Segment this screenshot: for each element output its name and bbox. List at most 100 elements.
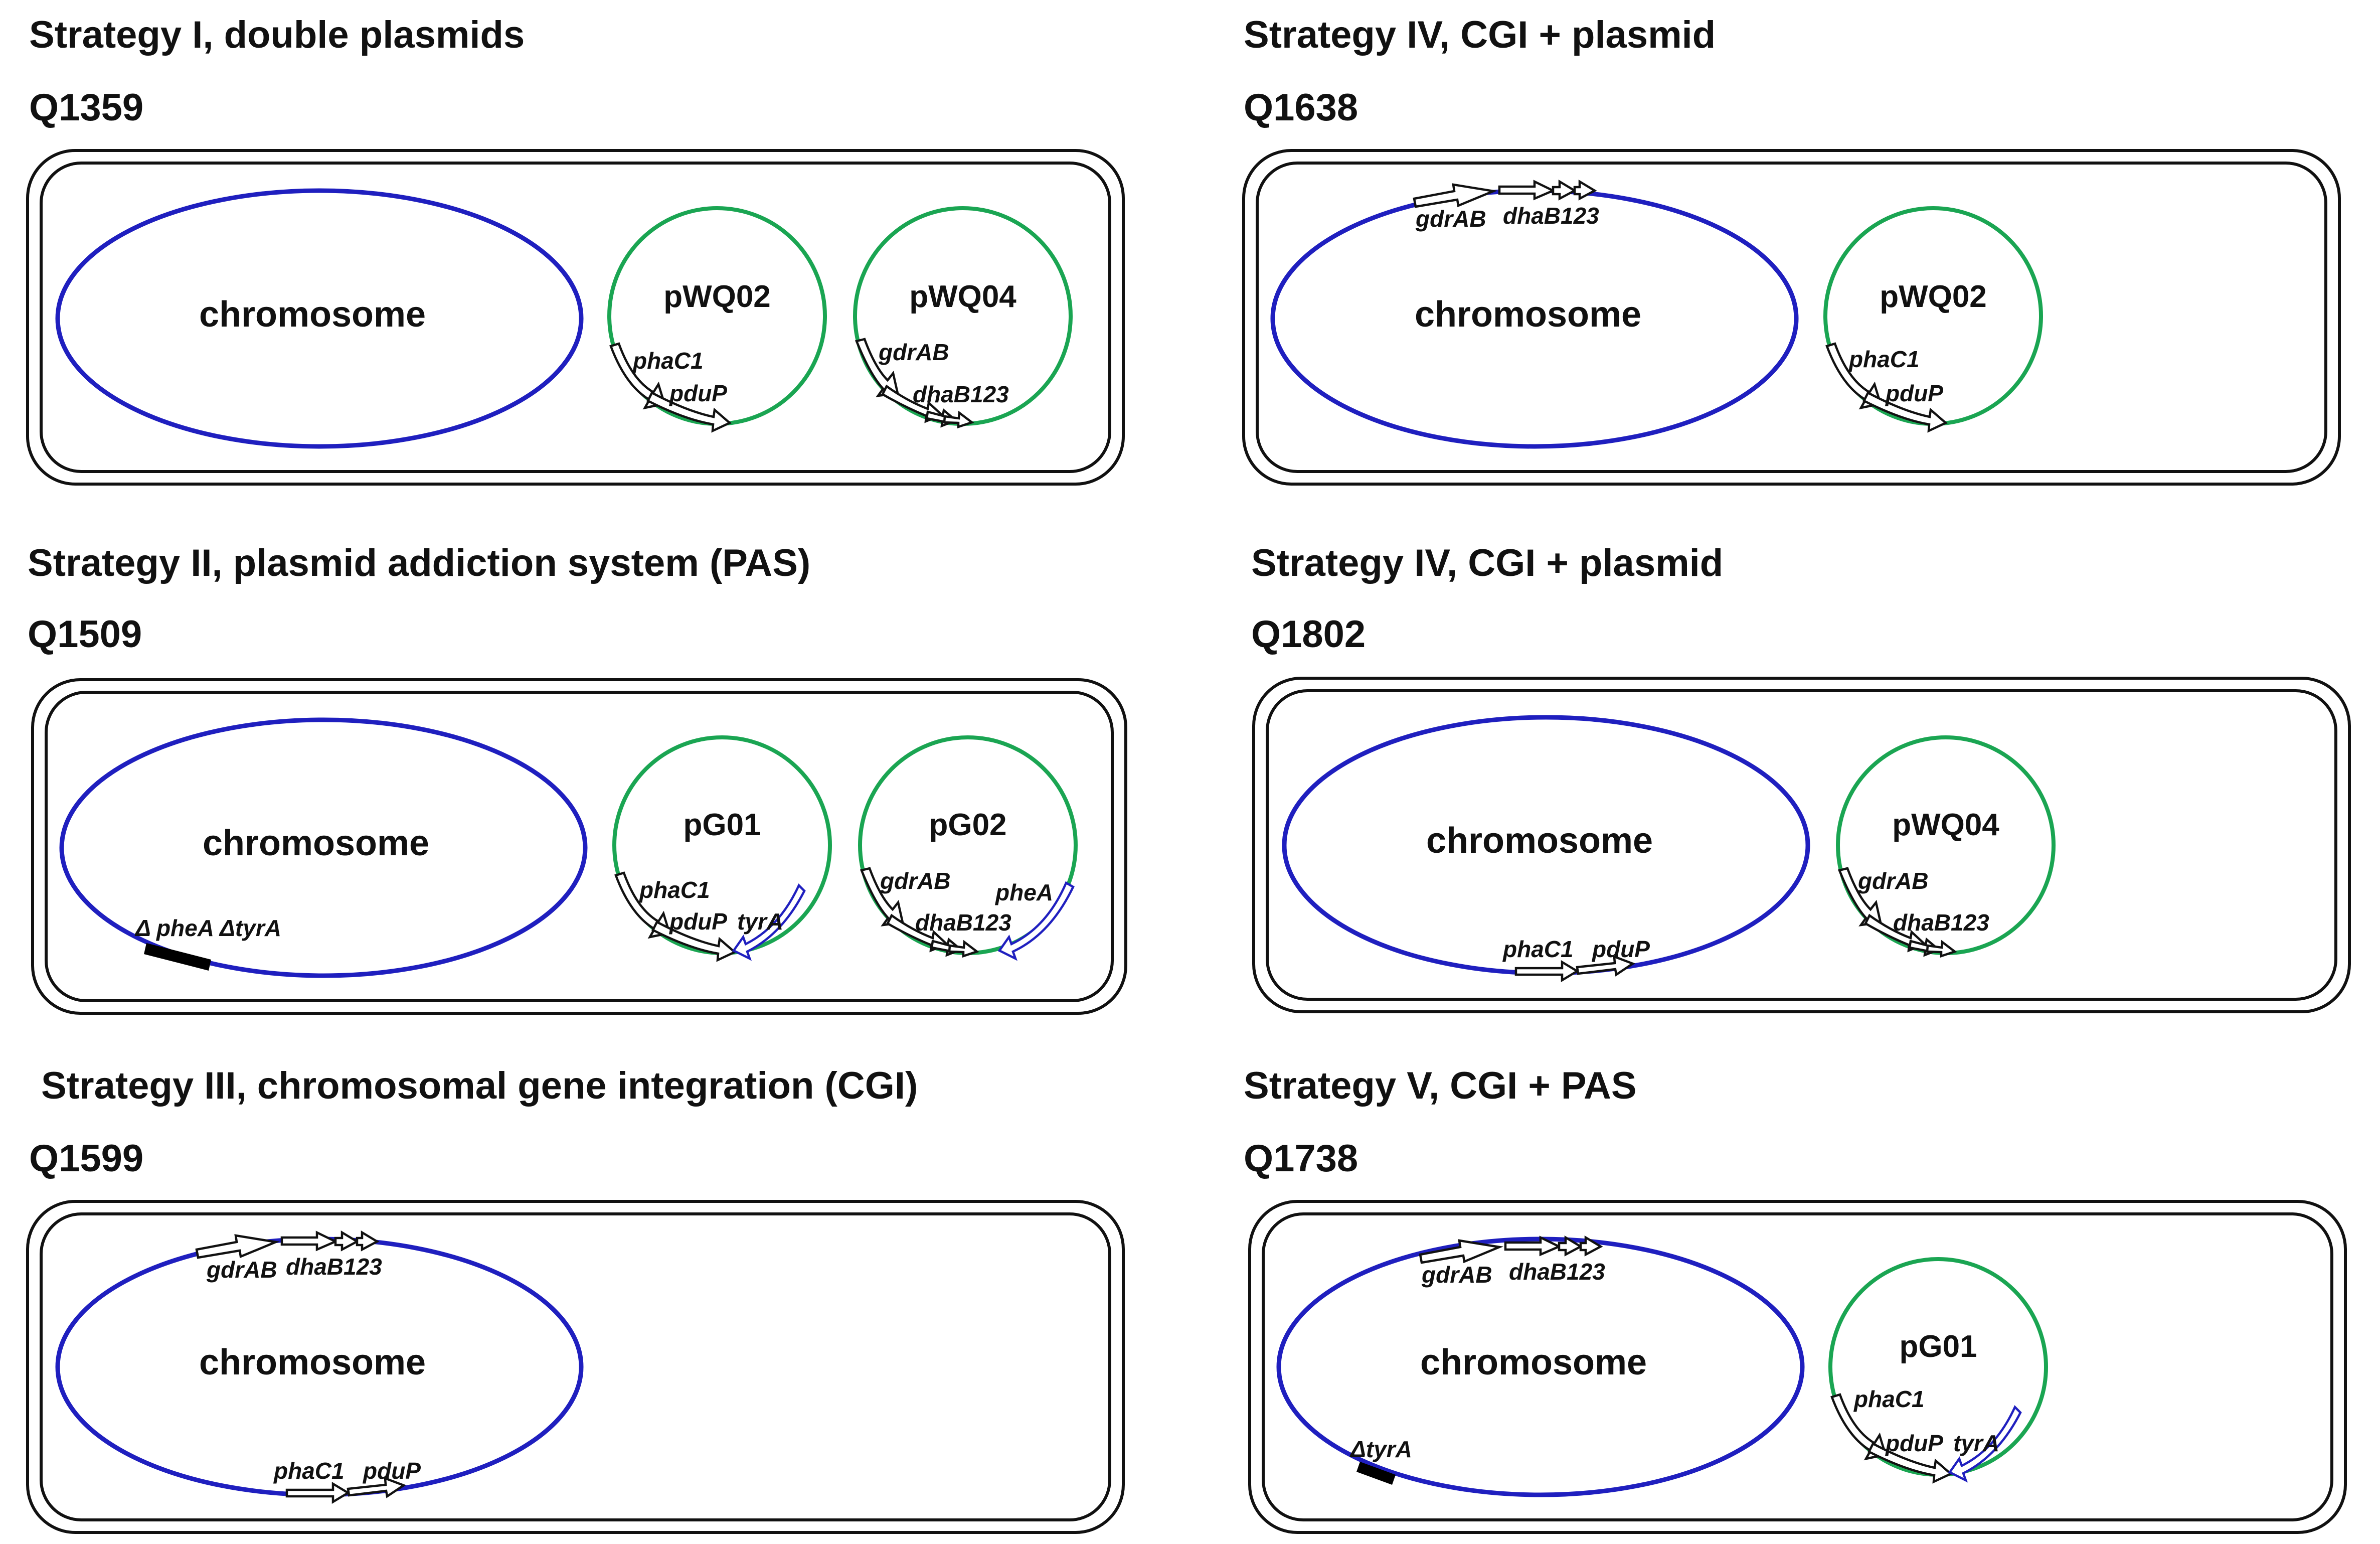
gene-arrow-pduP <box>347 1476 406 1498</box>
panel-title: Strategy I, double plasmids <box>29 14 525 56</box>
gene-arrow-pduP <box>646 391 732 433</box>
gene-label-dhab123: dhaB123 <box>1509 1259 1605 1285</box>
cell-inner-wall <box>40 162 1111 473</box>
gene-label-phac1: phaC1 <box>1853 1386 1925 1412</box>
plasmid-name: pG01 <box>683 808 761 842</box>
cell-inner-wall <box>40 1212 1111 1521</box>
gene-label-phac1: phaC1 <box>1502 936 1574 962</box>
strain-label: Q1738 <box>1244 1137 1358 1180</box>
gene-label-pduP: pduP <box>668 380 727 406</box>
gene-arrow-dhab2 <box>1552 180 1577 201</box>
gene-arrow-dhab3 <box>356 1230 380 1252</box>
gene-arrow-phea <box>997 881 1075 961</box>
cell-inner-wall <box>1256 162 2327 473</box>
plasmid-name: pWQ04 <box>909 279 1016 314</box>
cell-inner-wall <box>1266 689 2337 1001</box>
gene-label-phac1: phaC1 <box>638 877 710 903</box>
gene-arrow-pduP <box>1576 955 1635 977</box>
plasmid-pg01: pG01 phaC1 pduP tyrA <box>612 735 832 962</box>
chromosome-label: chromosome <box>1420 1342 1647 1382</box>
cell-outer-wall <box>31 678 1127 1015</box>
chromosome-label: chromosome <box>1415 294 1641 335</box>
gene-label-gdrab: gdrAB <box>206 1257 277 1283</box>
plasmid-pg01: pG01 phaC1 pduP tyrA <box>1828 1257 2048 1484</box>
plasmid-name: pWQ02 <box>663 279 771 314</box>
gene-arrow-phac1 <box>285 1482 351 1504</box>
cell-outer-wall <box>26 149 1125 486</box>
plasmid-name: pWQ04 <box>1892 808 1999 842</box>
gene-label-phac1: phaC1 <box>273 1458 345 1484</box>
cell-outer-wall <box>1252 677 2351 1013</box>
gene-label-pduP: pduP <box>668 908 727 935</box>
chromosome <box>59 717 588 978</box>
cell-inner-wall <box>45 691 1114 1002</box>
gene-arrow-phac1 <box>1514 960 1580 982</box>
gene-arrow-pduP <box>1867 1442 1953 1484</box>
panel-title: Strategy IV, CGI + plasmid <box>1251 542 1723 584</box>
chromosome-label: chromosome <box>199 294 426 335</box>
panel-strategy-3: Strategy III, chromosomal gene integrati… <box>26 1064 1125 1534</box>
deletion-label: Δ pheA ΔtyrA <box>134 915 281 941</box>
chromosome-label: chromosome <box>1426 821 1653 861</box>
plasmid-name: pG02 <box>929 808 1006 842</box>
cell-inner-wall <box>1262 1212 2333 1521</box>
gene-arrow-phac1 <box>609 342 666 410</box>
gene-arrow-tyra <box>732 883 806 961</box>
plasmid-pwq02: pWQ02 phaC1 pduP <box>1823 206 2043 433</box>
gene-label-pduP: pduP <box>1591 936 1650 962</box>
gene-label-dhab123: dhaB123 <box>286 1254 382 1280</box>
deletion-marker <box>1356 1462 1396 1485</box>
gene-arrow-dhab3 <box>943 410 974 429</box>
plasmid-pwq04: pWQ04 gdrAB dhaB123 <box>1836 735 2056 958</box>
gene-arrow-tyra <box>1948 1405 2022 1483</box>
gene-label-dhab123: dhaB123 <box>1893 909 1989 936</box>
strain-label: Q1638 <box>1244 86 1358 129</box>
cell-outer-wall <box>1248 1200 2347 1534</box>
gene-arrow-dhab3 <box>1579 1236 1603 1257</box>
gene-label-phac1: phaC1 <box>1848 346 1920 372</box>
gene-label-pduP: pduP <box>1885 1430 1943 1456</box>
gene-label-pduP: pduP <box>362 1458 421 1484</box>
gene-arrow-pduP <box>651 920 737 962</box>
gene-arrow-phac1 <box>1825 342 1882 410</box>
strain-label: Q1802 <box>1251 613 1366 656</box>
plasmid-pg02: pG02 gdrAB dhaB123 pheA <box>858 735 1078 961</box>
gene-arrow-pduP <box>1862 391 1948 433</box>
gene-label-dhab123: dhaB123 <box>915 909 1011 936</box>
chromosome-label: chromosome <box>199 1342 426 1382</box>
panel-title: Strategy II, plasmid addiction system (P… <box>28 542 810 584</box>
panel-strategy-5: Strategy V, CGI + PAS Q1738 chromosome g… <box>1244 1064 2347 1534</box>
panel-title: Strategy V, CGI + PAS <box>1244 1064 1637 1107</box>
cell-outer-wall <box>1242 149 2341 486</box>
gene-arrow-phac1 <box>614 871 671 939</box>
panel-strategy-2: Strategy II, plasmid addiction system (P… <box>28 542 1127 1015</box>
plasmid-name: pG01 <box>1899 1329 1977 1364</box>
gene-arrow-dhab3 <box>948 940 979 958</box>
gene-label-gdrab: gdrAB <box>878 339 949 365</box>
chromosome <box>55 188 584 449</box>
plasmid-pwq04: pWQ04 gdrAB dhaB123 <box>853 206 1073 429</box>
gene-arrow-dhab1 <box>280 1230 338 1252</box>
panel-strategy-4a: Strategy IV, CGI + plasmid Q1638 chromos… <box>1242 14 2341 486</box>
deletion-label: ΔtyrA <box>1349 1436 1412 1462</box>
gene-arrow-phac1 <box>1830 1393 1887 1461</box>
gene-arrow-dhab2 <box>334 1230 360 1252</box>
strain-label: Q1359 <box>29 86 143 129</box>
panel-strategy-1: Strategy I, double plasmids Q1359 chromo… <box>26 14 1125 486</box>
strain-label: Q1509 <box>28 613 142 656</box>
gene-label-phac1: phaC1 <box>632 348 704 374</box>
gene-label-phea: pheA <box>994 879 1053 905</box>
panel-title: Strategy III, chromosomal gene integrati… <box>41 1064 918 1107</box>
plasmid-pwq02: pWQ02 phaC1 pduP <box>607 206 827 433</box>
chromosome-label: chromosome <box>203 823 429 863</box>
gene-label-dhab123: dhaB123 <box>1503 203 1599 229</box>
gene-arrow-dhab3 <box>1573 180 1597 201</box>
cell-outer-wall <box>26 1200 1125 1534</box>
gene-label-tyra: tyrA <box>1953 1430 1999 1456</box>
gene-arrow-gdrab <box>1413 183 1498 208</box>
gene-arrow-dhab3 <box>1926 940 1957 958</box>
strain-label: Q1599 <box>29 1137 143 1180</box>
gene-label-gdrab: gdrAB <box>1421 1262 1492 1288</box>
gene-arrow-dhab2 <box>1558 1236 1583 1257</box>
